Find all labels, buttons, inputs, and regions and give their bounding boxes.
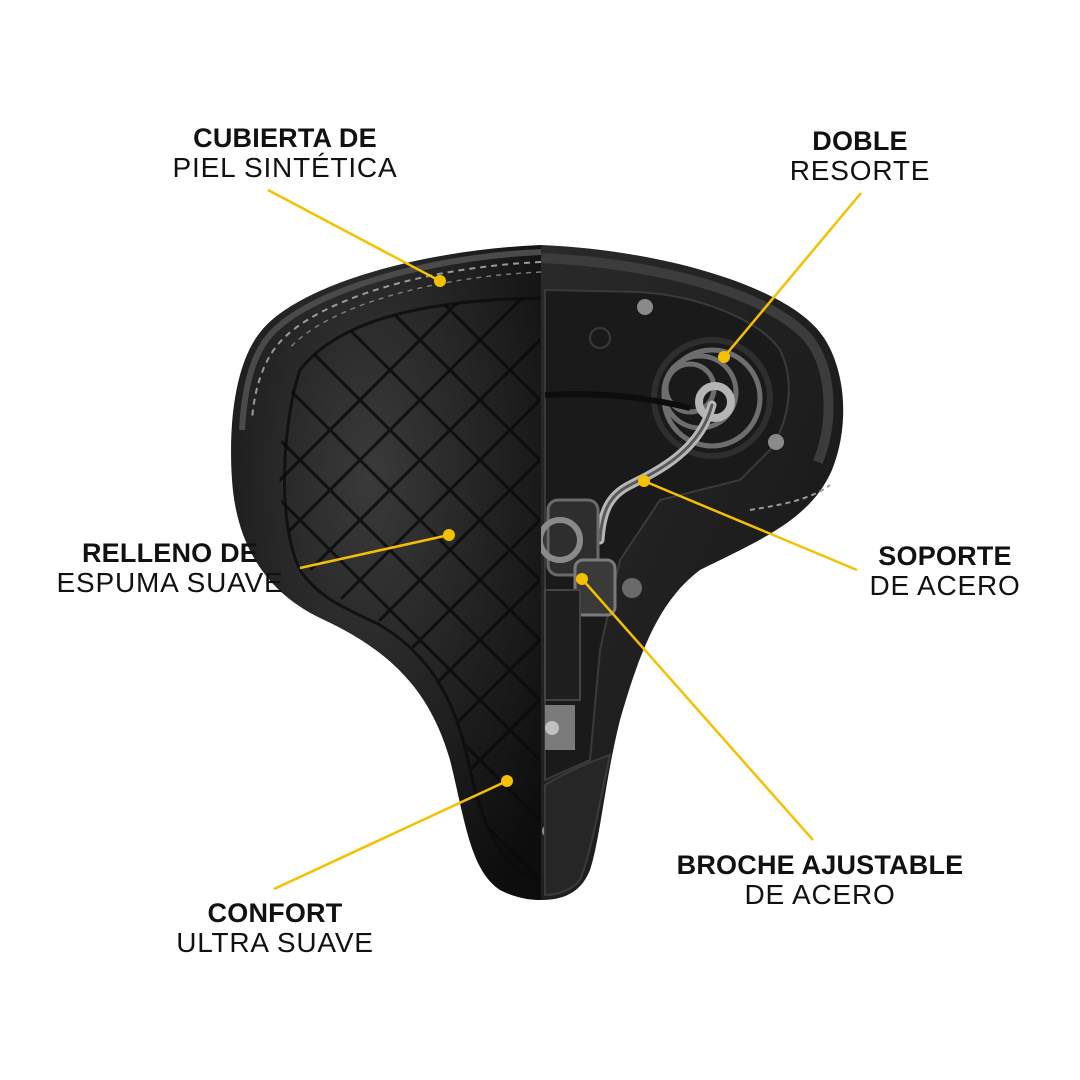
leader-dot-clamp (576, 573, 588, 585)
leader-foam (299, 533, 450, 570)
leader-clamp (581, 578, 814, 841)
callout-title: SOPORTE (878, 541, 1012, 571)
callout-title: DOBLE (812, 126, 908, 156)
callout-ultra-soft-comfort: CONFORT ULTRA SUAVE (150, 898, 400, 958)
callout-title: BROCHE AJUSTABLE (676, 850, 964, 880)
leader-dot-comfort (501, 775, 513, 787)
leader-cover (267, 188, 441, 283)
leader-lines (267, 188, 862, 891)
leader-dot-spring (718, 351, 730, 363)
leader-comfort (273, 779, 508, 891)
callout-steel-support: SOPORTE DE ACERO (850, 541, 1040, 601)
quilting-border (283, 296, 541, 882)
leader-dot-support (638, 475, 650, 487)
steel-support-rail-shadow (598, 403, 714, 542)
callout-title: CONFORT (207, 898, 343, 928)
steel-clamp (541, 498, 642, 750)
leader-dot-cover (434, 275, 446, 287)
callout-title: RELLENO DE (81, 538, 258, 568)
callout-synthetic-leather-cover: CUBIERTA DE PIEL SINTÉTICA (160, 123, 410, 183)
saddle-rim (239, 249, 541, 431)
callout-soft-foam-padding: RELLENO DE ESPUMA SUAVE (40, 538, 300, 598)
saddle-stitching-inner (287, 271, 541, 351)
embossed-mark (589, 327, 611, 349)
rivet (768, 434, 784, 450)
callout-subtitle: PIEL SINTÉTICA (172, 152, 398, 183)
leader-support (643, 479, 858, 572)
leader-spring (723, 192, 862, 358)
callout-subtitle: DE ACERO (744, 879, 896, 910)
callout-adjustable-steel-clamp: BROCHE AJUSTABLE DE ACERO (660, 850, 980, 910)
leader-dot-foam (443, 529, 455, 541)
rivet (637, 299, 653, 315)
callout-title: CUBIERTA DE (193, 123, 377, 153)
callout-subtitle: ULTRA SUAVE (176, 927, 374, 958)
nose-underside (544, 753, 612, 897)
callout-subtitle: RESORTE (789, 155, 931, 186)
saddle-stitching (251, 261, 541, 421)
underside-stitching (749, 484, 831, 511)
cable (544, 391, 691, 411)
saddle-underside-half (541, 245, 844, 900)
callout-subtitle: DE ACERO (869, 570, 1021, 601)
callout-subtitle: ESPUMA SUAVE (56, 567, 284, 598)
callout-double-spring: DOBLE RESORTE (770, 126, 950, 186)
underside-rim (541, 253, 834, 464)
